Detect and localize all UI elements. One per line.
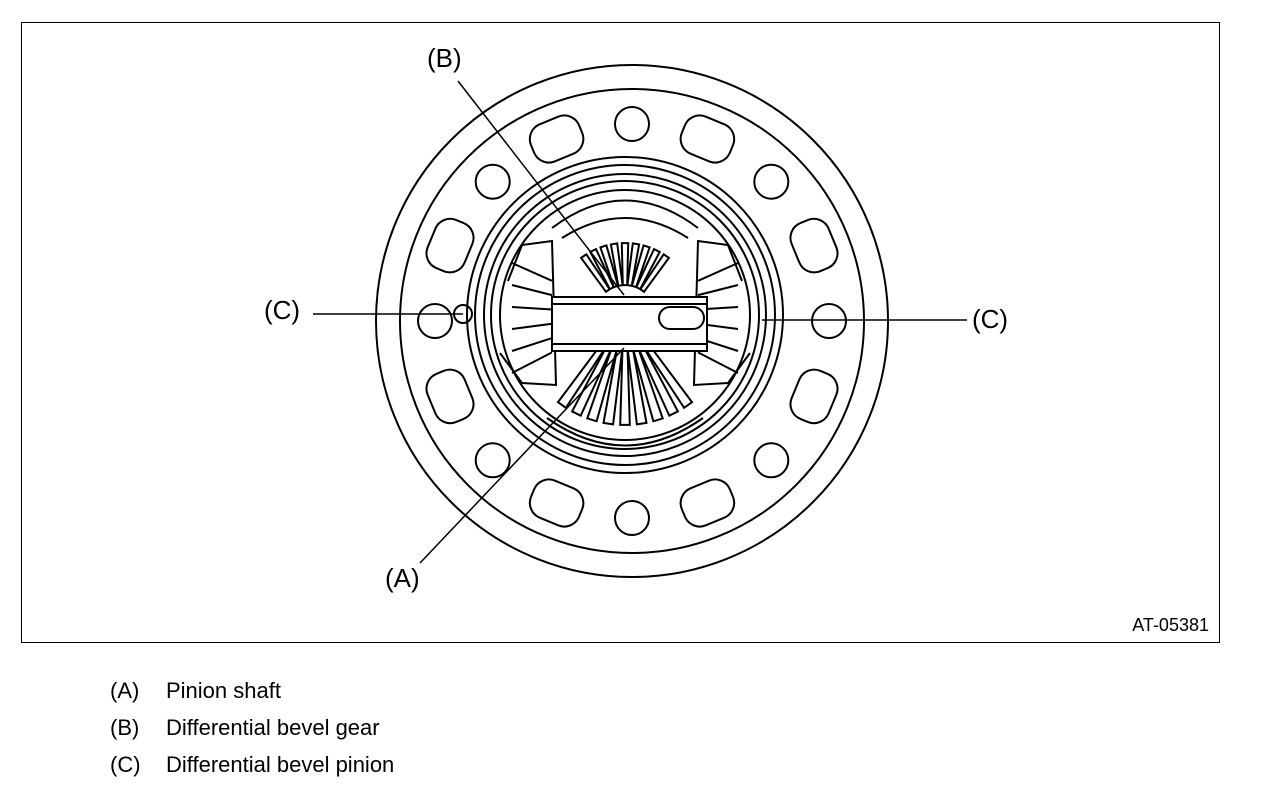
legend: (A) Pinion shaft (B) Differential bevel … — [110, 672, 394, 783]
case-window-rim — [490, 180, 760, 450]
lower-housing-arc — [546, 417, 704, 447]
flange-bolt-hole — [474, 442, 511, 479]
upper-housing-arc — [551, 199, 699, 229]
callout-c-right: (C) — [972, 304, 1009, 334]
flange-bolt-hole — [753, 442, 790, 479]
outer-flange-rim — [375, 64, 889, 578]
bevel-gear-tooth — [609, 242, 624, 287]
pinion-tooth-line — [697, 351, 739, 374]
flange-holes — [417, 106, 847, 536]
pinion-shaft-slot — [658, 306, 705, 330]
pinion-tooth-line — [511, 337, 553, 352]
figure-frame: (B) (C) (C) (A) AT-05381 — [21, 22, 1220, 643]
leader-line-b — [457, 80, 625, 296]
pinion-tooth-line — [511, 284, 553, 297]
flange-bolt-hole — [417, 303, 453, 339]
pinion-tooth-line — [697, 284, 739, 297]
flange-lobe-slot — [789, 217, 839, 274]
legend-key: (B) — [110, 714, 140, 740]
case-ring-2 — [474, 164, 776, 466]
legend-text: Pinion shaft — [166, 677, 281, 703]
figure-id: AT-05381 — [1132, 615, 1209, 635]
flange-lobe-slot — [679, 478, 736, 528]
flange-lobe-slot — [425, 368, 475, 425]
pinion-tooth-line — [511, 262, 553, 282]
bevel-gear-tooth — [634, 247, 662, 291]
legend-item: (A) Pinion shaft — [110, 672, 394, 709]
pinion-tooth-line — [511, 306, 553, 311]
pinion-tooth-line — [511, 351, 553, 374]
flange-bolt-hole — [614, 106, 650, 142]
flange-lobe-slot — [528, 114, 585, 164]
flange-lobe-slot — [789, 368, 839, 425]
case-outer-ring — [466, 156, 784, 474]
flange-lobe-slot — [425, 217, 475, 274]
bevel-gear-tooth — [639, 252, 671, 294]
flange-lobe-slot — [679, 114, 736, 164]
callout-c-left: (C) — [264, 295, 301, 325]
lower-bevel-gear-teeth — [556, 341, 694, 426]
legend-text: Differential bevel gear — [166, 714, 380, 740]
leader-line-a — [419, 347, 625, 564]
pinion-tooth-line — [697, 262, 739, 282]
pinion-tooth-line — [511, 322, 553, 330]
differential-drawing — [313, 64, 967, 578]
upper-bevel-gear-teeth — [579, 242, 671, 294]
callout-b: (B) — [427, 43, 462, 73]
side-pinion-teeth — [511, 262, 739, 374]
case-inner-window — [499, 189, 751, 441]
case-ring-3 — [483, 173, 767, 457]
flange-bolt-hole — [811, 303, 847, 339]
flange-bolt-hole — [474, 163, 511, 200]
callout-a: (A) — [385, 563, 420, 593]
bevel-gear-tooth — [626, 242, 641, 287]
legend-key: (C) — [110, 751, 141, 777]
legend-key: (A) — [110, 677, 140, 703]
flange-bolt-hole — [753, 163, 790, 200]
bevel-gear-tooth — [620, 242, 630, 287]
legend-text: Differential bevel pinion — [166, 751, 395, 777]
bevel-gear-tooth — [630, 244, 651, 289]
upper-housing-arc-2 — [561, 217, 689, 239]
flange-lobe-slot — [528, 478, 585, 528]
legend-item: (C) Differential bevel pinion — [110, 746, 394, 783]
bevel-gear-tooth — [579, 252, 611, 294]
legend-item: (B) Differential bevel gear — [110, 709, 394, 746]
outer-flange-inner-rim — [399, 88, 865, 554]
flange-bolt-hole — [614, 500, 650, 536]
left-pinion-housing — [499, 239, 558, 387]
